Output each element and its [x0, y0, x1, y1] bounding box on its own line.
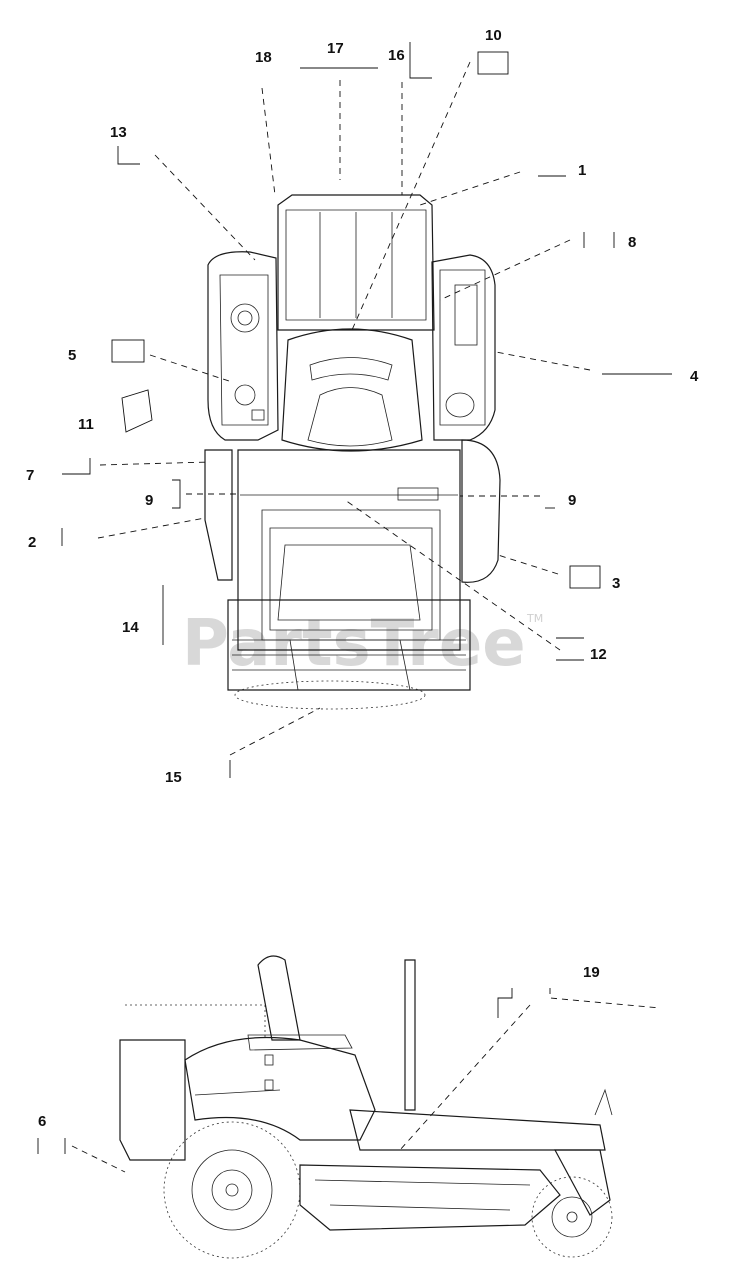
- leader-lines: [37, 42, 672, 1173]
- decal-3-swatch: [569, 565, 601, 589]
- callout-6: 6: [38, 1113, 46, 1130]
- control-lever: [404, 959, 416, 1111]
- callout-12: 13: [110, 124, 127, 141]
- deck-outline: [234, 680, 426, 710]
- side-view-mower: [119, 955, 613, 1259]
- callout-1: 1: [578, 162, 586, 179]
- front-wheel: [531, 1176, 613, 1258]
- side-seat: [257, 955, 301, 1041]
- callout-14: 10: [485, 27, 502, 44]
- mower-deck: [299, 1164, 561, 1231]
- left-side-plate: [204, 449, 233, 581]
- callout-13: 14: [122, 619, 139, 636]
- callout-5: 5: [68, 347, 76, 364]
- right-tank: [461, 439, 501, 583]
- seat-back: [277, 194, 435, 331]
- callout-15: 19: [583, 964, 600, 981]
- callout-9-left: 9: [145, 492, 153, 509]
- callout-18: 17: [327, 40, 344, 57]
- left-fender: [207, 251, 279, 441]
- callout-9-right: 9: [568, 492, 576, 509]
- right-fender: [431, 254, 496, 441]
- callout-2: 2: [28, 534, 36, 551]
- caster-fork: [553, 1149, 611, 1216]
- callout-3: 3: [612, 575, 620, 592]
- callout-labels: 10 17 16 18 13 1 8 5 4 11 7 9 9 2 3 14 1…: [26, 27, 699, 1130]
- top-view-mower: [204, 194, 501, 710]
- frame: [237, 449, 461, 651]
- front-bumper: [227, 599, 471, 691]
- callout-17: 16: [388, 47, 405, 64]
- callout-8: 8: [628, 234, 636, 251]
- callout-16: 15: [165, 769, 182, 786]
- chassis-rail: [349, 1109, 606, 1151]
- watermark: PartsTree: [182, 607, 526, 681]
- watermark-tm: TM: [526, 612, 543, 625]
- engine-block: [119, 1039, 186, 1161]
- decal-14-swatch: [477, 51, 509, 75]
- seat-cushion: [281, 328, 423, 452]
- callout-19: 18: [255, 49, 272, 66]
- callout-7: 7: [26, 467, 34, 484]
- callout-4: 4: [690, 368, 699, 385]
- callout-11: 11: [78, 416, 94, 433]
- callout-10: 12: [590, 646, 607, 663]
- side-fender: [184, 1036, 376, 1141]
- decal-5-swatch: [111, 339, 145, 363]
- decal-11-swatch: [121, 389, 153, 433]
